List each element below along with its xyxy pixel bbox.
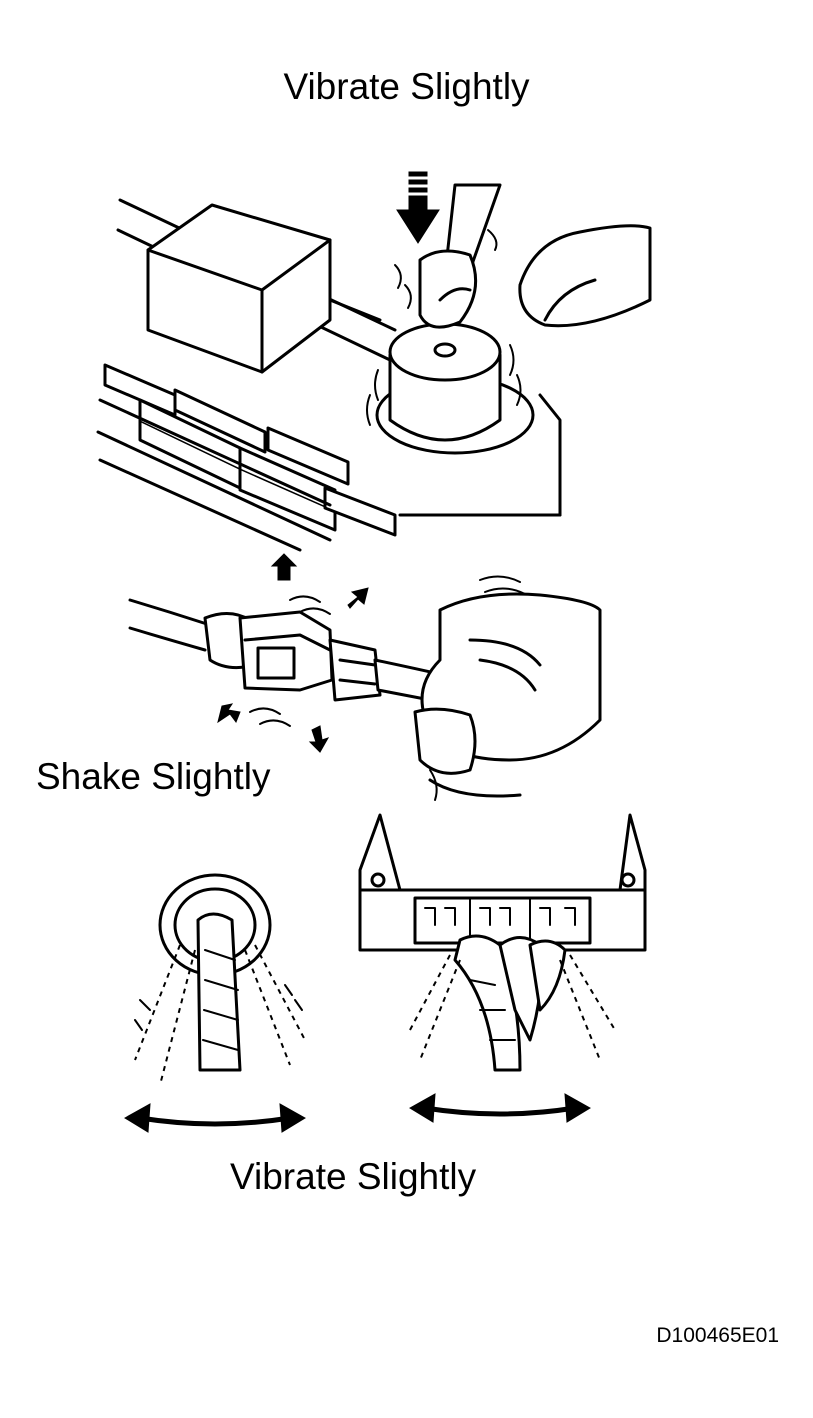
right-double-arrow [409, 1093, 591, 1123]
figure-code: D100465E01 [656, 1324, 779, 1347]
tapping-hand [394, 183, 652, 329]
bottom-caption: Vibrate Slightly [230, 1156, 477, 1197]
left-double-arrow [124, 1103, 306, 1133]
gripping-hand [413, 575, 602, 801]
push-arrow [396, 171, 440, 244]
ecu-connector-harness [358, 813, 647, 1072]
shake-arrows [217, 553, 369, 753]
top-caption: Vibrate Slightly [283, 66, 530, 107]
grommet-harness [134, 873, 306, 1086]
middle-caption: Shake Slightly [36, 756, 271, 797]
relay-block-panel [96, 198, 562, 552]
